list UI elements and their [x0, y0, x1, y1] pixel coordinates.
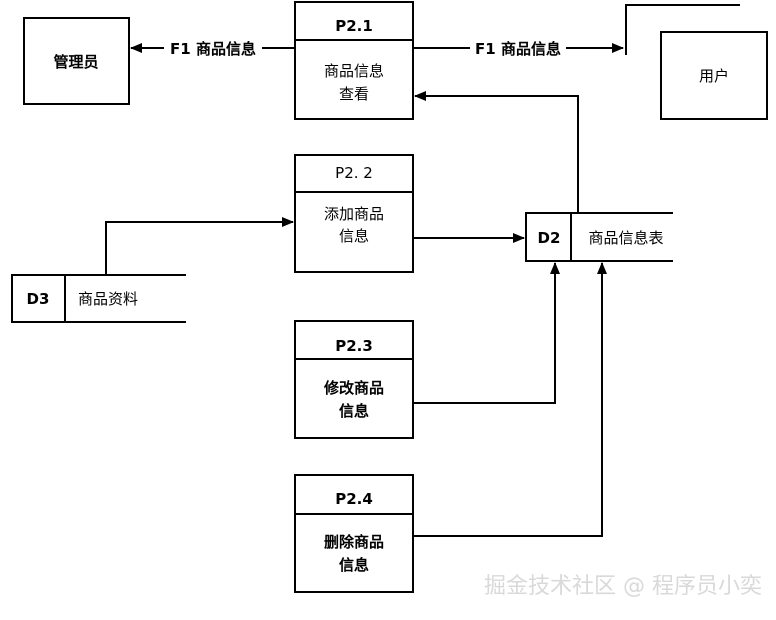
data-store-d3: D3 商品资料: [11, 274, 186, 323]
process-p2-1: P2.1 商品信息 查看: [294, 1, 414, 120]
data-store-name: 商品信息表: [588, 229, 663, 247]
data-store-id: D2: [538, 229, 561, 247]
flow-label: F1 商品信息: [475, 40, 561, 58]
process-label-line2: 信息: [339, 402, 369, 420]
entity-user-label: 用户: [699, 67, 729, 85]
process-id: P2.3: [335, 337, 373, 355]
flow-label: F1 商品信息: [170, 40, 256, 58]
process-p2-4: P2.4 删除商品 信息: [294, 474, 414, 593]
process-label-line1: 添加商品: [324, 205, 384, 223]
flow-to-admin: F1 商品信息: [130, 40, 295, 58]
process-label-line1: 修改商品: [323, 379, 384, 397]
process-label-line1: 商品信息: [324, 62, 384, 80]
process-label-line1: 删除商品: [324, 533, 384, 551]
entity-admin-label: 管理员: [53, 53, 98, 71]
process-id: P2. 2: [335, 164, 373, 182]
entity-user-shadow: [625, 4, 740, 55]
flow-d3-to-p2-2: [105, 217, 294, 275]
process-label-line2: 信息: [339, 556, 369, 574]
flow-d2-to-p2-1: [414, 91, 579, 213]
process-id: P2.4: [335, 490, 373, 508]
data-store-d2: D2 商品信息表: [525, 212, 673, 262]
flow-p2-3-to-d2: [413, 262, 560, 404]
process-label-line2: 查看: [339, 85, 369, 103]
process-p2-2: P2. 2 添加商品 信息: [294, 154, 414, 273]
process-id: P2.1: [335, 17, 373, 35]
entity-user: 用户: [625, 4, 768, 120]
entity-admin: 管理员: [23, 17, 130, 105]
process-p2-3: P2.3 修改商品 信息: [294, 320, 414, 439]
watermark-text: 掘金技术社区 @ 程序员小奕: [484, 574, 762, 599]
data-store-id: D3: [27, 290, 50, 308]
flow-p2-4-to-d2: [413, 262, 607, 537]
flow-to-user: F1 商品信息: [413, 40, 624, 58]
data-store-name: 商品资料: [78, 290, 138, 308]
process-label-line2: 信息: [339, 227, 369, 245]
